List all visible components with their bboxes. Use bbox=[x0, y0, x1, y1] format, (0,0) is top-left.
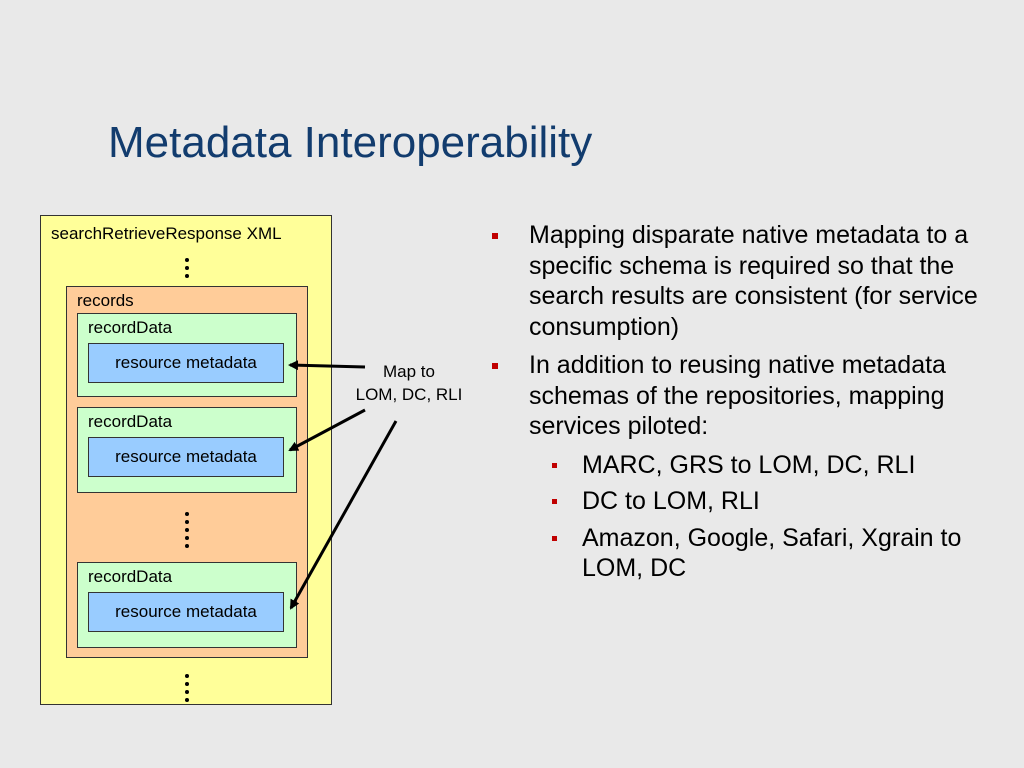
resource-metadata-box-3: resource metadata bbox=[88, 592, 284, 632]
sub-bullet-item-3: Amazon, Google, Safari, Xgrain to LOM, D… bbox=[490, 523, 1010, 584]
arrow-to-resource-metadata-1 bbox=[288, 360, 366, 371]
sub-bullet-item-2: DC to LOM, RLI bbox=[490, 486, 1010, 517]
map-to-label-line-1: Map to bbox=[383, 362, 435, 381]
resource-metadata-box-2: resource metadata bbox=[88, 437, 284, 477]
ellipsis-dots-top bbox=[185, 258, 189, 282]
resource-metadata-box-1: resource metadata bbox=[88, 343, 284, 383]
search-retrieve-response-label: searchRetrieveResponse XML bbox=[51, 224, 282, 243]
map-to-label: Map to LOM, DC, RLI bbox=[340, 360, 478, 406]
ellipsis-dots-middle bbox=[185, 512, 189, 552]
record-data-label-2: recordData bbox=[88, 412, 173, 431]
bullet-item-2: In addition to reusing native metadata s… bbox=[490, 350, 1010, 442]
slide-title: Metadata Interoperability bbox=[108, 118, 593, 167]
ellipsis-dots-bottom bbox=[185, 674, 189, 706]
arrow-to-resource-metadata-2 bbox=[288, 408, 366, 452]
map-to-label-line-2: LOM, DC, RLI bbox=[355, 385, 463, 404]
bullet-list: Mapping disparate native metadata to a s… bbox=[490, 220, 1010, 590]
sub-bullet-item-1: MARC, GRS to LOM, DC, RLI bbox=[490, 450, 1010, 481]
record-data-label-1: recordData bbox=[88, 318, 173, 337]
arrow-to-resource-metadata-3 bbox=[289, 420, 398, 610]
records-label: records bbox=[77, 291, 134, 310]
record-data-label-3: recordData bbox=[88, 567, 173, 586]
bullet-item-1: Mapping disparate native metadata to a s… bbox=[490, 220, 1010, 342]
